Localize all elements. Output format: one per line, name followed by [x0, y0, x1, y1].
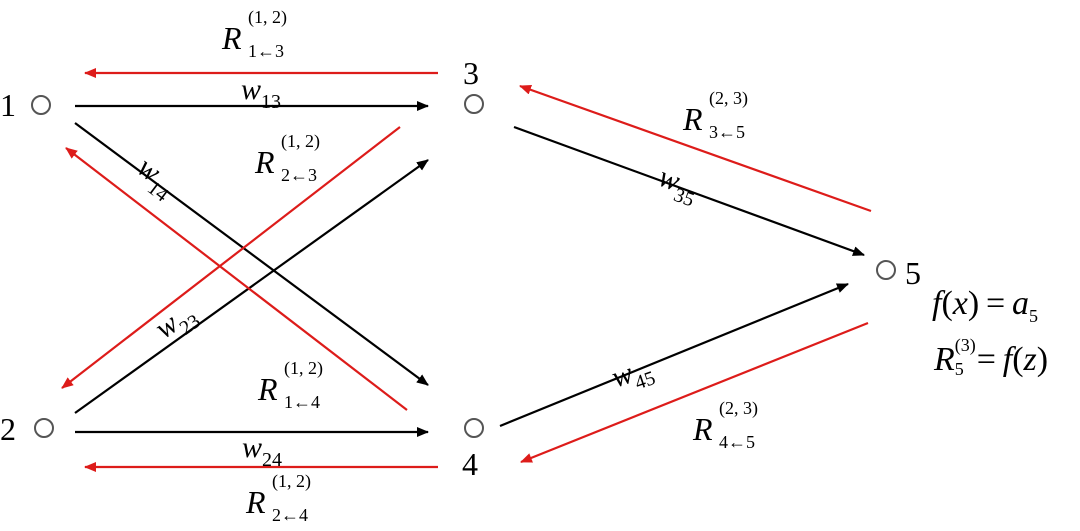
relevance-label-3-from-5: R(2, 3)3←5	[683, 88, 748, 142]
node-5	[876, 260, 896, 280]
node-1-label: 1	[0, 87, 16, 123]
relevance-3-to-2	[61, 126, 401, 389]
relevance-5-to-4	[520, 321, 869, 464]
weight-w13: w13	[241, 73, 282, 113]
edge-3-to-5	[513, 125, 865, 257]
equation-relevance: R(3)5= f(z)	[934, 335, 1049, 379]
equation-output: f(x) = a5	[932, 285, 1038, 326]
edge-2-to-3	[74, 159, 429, 414]
weight-w24: w24	[242, 431, 283, 471]
node-4	[464, 418, 484, 438]
relevance-label-2-from-4: R(1, 2)2←4	[246, 471, 311, 525]
node-4-label: 4	[462, 446, 478, 482]
relevance-4-to-1	[65, 147, 408, 411]
node-5-label: 5	[905, 255, 921, 291]
relevance-label-2-from-3: R(1, 2)2←3	[255, 131, 320, 185]
edge-1-to-4	[74, 122, 429, 386]
node-3-label: 3	[463, 55, 479, 91]
node-2	[34, 418, 54, 438]
node-1	[31, 95, 51, 115]
edge-4-to-5	[499, 282, 849, 428]
relevance-5-to-3	[519, 84, 872, 213]
node-2-label: 2	[0, 411, 16, 447]
relevance-label-4-from-5: R(2, 3)4←5	[693, 398, 758, 452]
relevance-label-1-from-4: R(1, 2)1←4	[258, 358, 323, 412]
node-3	[464, 94, 484, 114]
relevance-label-1-from-3: R(1, 2)1←3	[222, 7, 287, 61]
